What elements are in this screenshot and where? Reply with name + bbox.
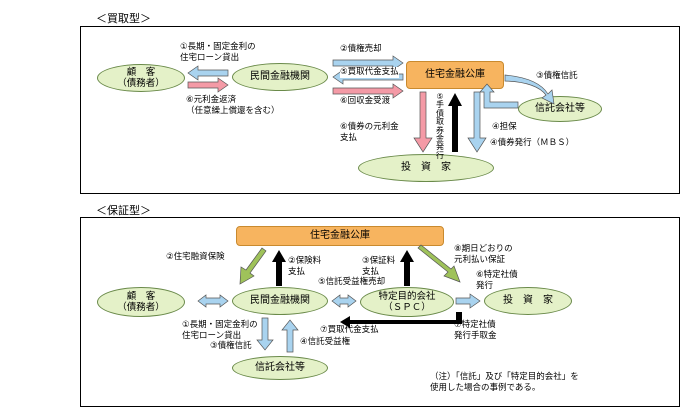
hosho-footnote: （注）「信託」及び「特定目的会社」を 使用した場合の事例である。 <box>430 372 579 393</box>
hosho-bondissue-label: ⑥特定社債 発行 <box>476 270 518 291</box>
kaitori-collateral-arrow <box>479 83 519 109</box>
hosho-fee2-arrow <box>400 250 414 286</box>
kaitori-section-label: ＜買取型＞ <box>96 12 151 25</box>
hosho-investor-node: 投 資 家 <box>484 287 572 315</box>
kaitori-investor-node: 投 資 家 <box>358 154 494 182</box>
kaitori-bondpay-arrow <box>413 91 433 153</box>
kaitori-bondpay-label: ⑥債券の元利金 支払 <box>340 122 399 143</box>
kaitori-loan-arrow <box>187 65 229 81</box>
kaitori-loan-label: ①長期・固定金利の 住宅ローン貸出 <box>180 42 256 63</box>
kaitori-takeup-label: ⑤ 手 債 取 券 金 発 行 <box>436 92 444 160</box>
kaitori-mbs-arrow <box>467 91 487 153</box>
hosho-pay-label: ⑦買取代金支払 <box>320 325 379 335</box>
kaitori-trustcred-arrow <box>504 74 555 105</box>
hosho-spc-node: 特定目的会社 （ＳＰＣ） <box>360 287 454 317</box>
kaitori-pay-label-visible: ⑤買取代金支払 <box>340 67 399 78</box>
kaitori-customer-node: 顧 客 （債務者） <box>97 64 185 92</box>
hosho-customer-bank-link <box>197 294 229 308</box>
kaitori-mbs-label: ④債券発行（ＭＢＳ） <box>490 138 575 148</box>
hosho-trust-node: 信託会社等 <box>232 356 328 380</box>
hosho-trustcred-arrow <box>256 317 274 351</box>
hosho-bank-spc-link <box>331 294 357 308</box>
hosho-section-label: ＜保証型＞ <box>96 204 151 217</box>
kaitori-trust-node: 信託会社等 <box>518 96 602 122</box>
kaitori-collect-arrow <box>332 83 404 99</box>
kaitori-repay-label: ⑥元利金返済 （任意繰上償還を含む） <box>186 95 280 116</box>
hosho-benefit-label: ④信託受益権 <box>300 337 351 347</box>
kaitori-trustcred-label: ③債権信託 <box>536 71 578 81</box>
hosho-fee1-label: ②保険料 支払 <box>288 256 322 277</box>
hosho-takeup-label: ⑦特定社債 発行手取金 <box>454 320 497 341</box>
hosho-insurance-arrow <box>239 247 267 285</box>
kaitori-bank-node: 民間金融機関 <box>232 63 328 91</box>
hosho-insurance-label: ②住宅融資保険 <box>166 252 225 262</box>
hosho-fee1-arrow <box>272 250 286 286</box>
hosho-kouko-node: 住宅金融公庫 <box>236 226 444 246</box>
hosho-fee2-label: ③保証料 支払 <box>362 256 396 277</box>
hosho-customer-node: 顧 客 （債務者） <box>97 287 185 317</box>
hosho-benefit-arrow <box>281 319 299 353</box>
hosho-sale-pay-arrow <box>340 312 462 328</box>
hosho-guarantee-label: ⑧期日どおりの 元利払い保証 <box>454 244 513 265</box>
hosho-trustcred-label: ③債権信託 <box>210 341 252 351</box>
hosho-guarantee-arrow <box>417 244 461 283</box>
kaitori-sell-arrow <box>332 55 404 71</box>
kaitori-takeup-arrow <box>448 93 462 152</box>
kaitori-repay-arrow <box>187 77 229 93</box>
kaitori-sell-label: ②債権売却 <box>340 44 382 54</box>
hosho-sale-label: ⑤信託受益権売却 <box>318 277 386 288</box>
hosho-spc-investor-arrow <box>455 293 481 309</box>
kaitori-collect-label: ⑥回収金受渡 <box>340 96 391 106</box>
kaitori-collateral-label: ④担保 <box>492 122 517 132</box>
hosho-loan-label: ①長期・固定金利の 住宅ローン貸出 <box>182 320 258 341</box>
hosho-bank-node: 民間金融機関 <box>232 287 328 315</box>
